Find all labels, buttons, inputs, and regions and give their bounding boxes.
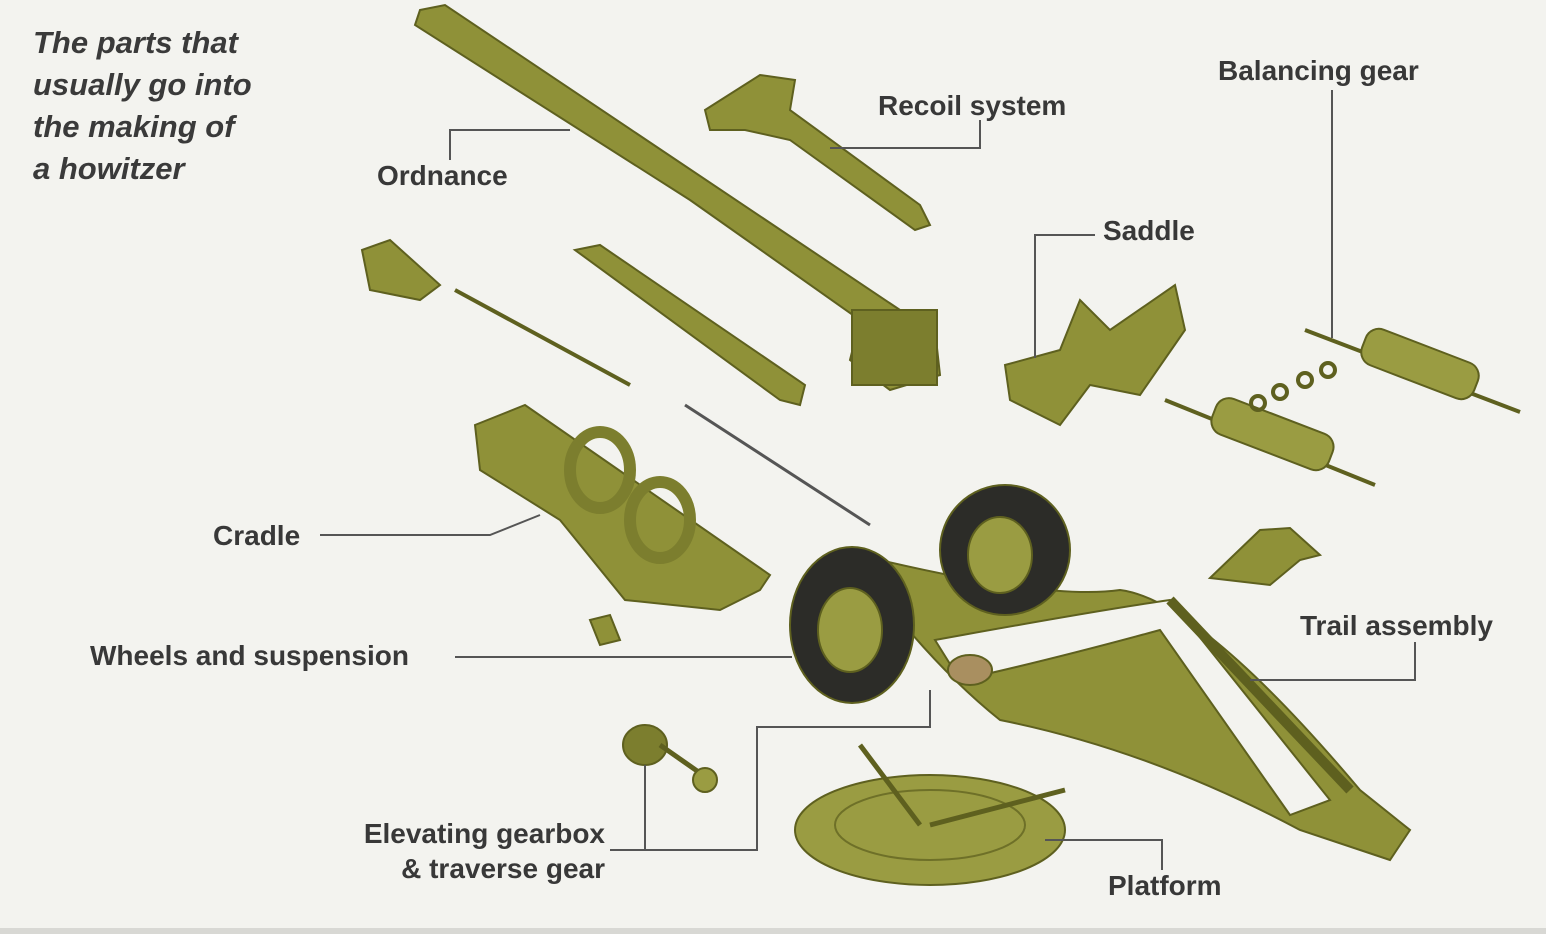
- label-trail-assembly: Trail assembly: [1300, 610, 1494, 641]
- diagram-title: The parts that usually go into the makin…: [33, 22, 252, 190]
- label-recoil-system: Recoil system: [878, 90, 1067, 121]
- leader-saddle: [1034, 234, 1095, 358]
- balancing-gear-spring-2: [1210, 397, 1335, 472]
- label-elevating-1: Elevating gearbox: [363, 818, 605, 849]
- label-platform: Platform: [1108, 870, 1222, 901]
- label-elevating-2: & traverse gear: [401, 853, 605, 884]
- label-cradle: Cradle: [213, 520, 301, 551]
- recoil-rod-part: [572, 243, 807, 407]
- label-saddle: Saddle: [1103, 215, 1195, 246]
- label-wheels: Wheels and suspension: [90, 640, 409, 671]
- label-balancing-gear: Balancing gear: [1218, 55, 1419, 86]
- leader-cradle: [320, 514, 541, 536]
- bottom-border: [0, 928, 1546, 934]
- title-line: The parts that: [33, 25, 238, 60]
- title-line: a howitzer: [33, 151, 185, 186]
- leader-trail: [1250, 642, 1416, 681]
- cradle-part: [473, 403, 772, 612]
- label-ordnance: Ordnance: [377, 160, 508, 191]
- title-line: the making of: [33, 109, 235, 144]
- saddle-part: [1003, 283, 1187, 427]
- small-part: [588, 613, 622, 647]
- sight-bracket-part: [360, 238, 442, 302]
- platform-part: [794, 774, 1066, 886]
- leader-recoil: [830, 120, 981, 149]
- balancing-gear-spring-1: [1360, 327, 1480, 401]
- breech-block: [851, 309, 938, 386]
- leader-platform: [1045, 839, 1163, 870]
- leader-ordnance: [449, 129, 570, 160]
- ordnance-part: [413, 3, 942, 392]
- title-line: usually go into: [33, 67, 252, 102]
- leader-elevating: [610, 690, 931, 851]
- small-bracket-part: [1207, 526, 1323, 587]
- recoil-system-part: [703, 73, 932, 232]
